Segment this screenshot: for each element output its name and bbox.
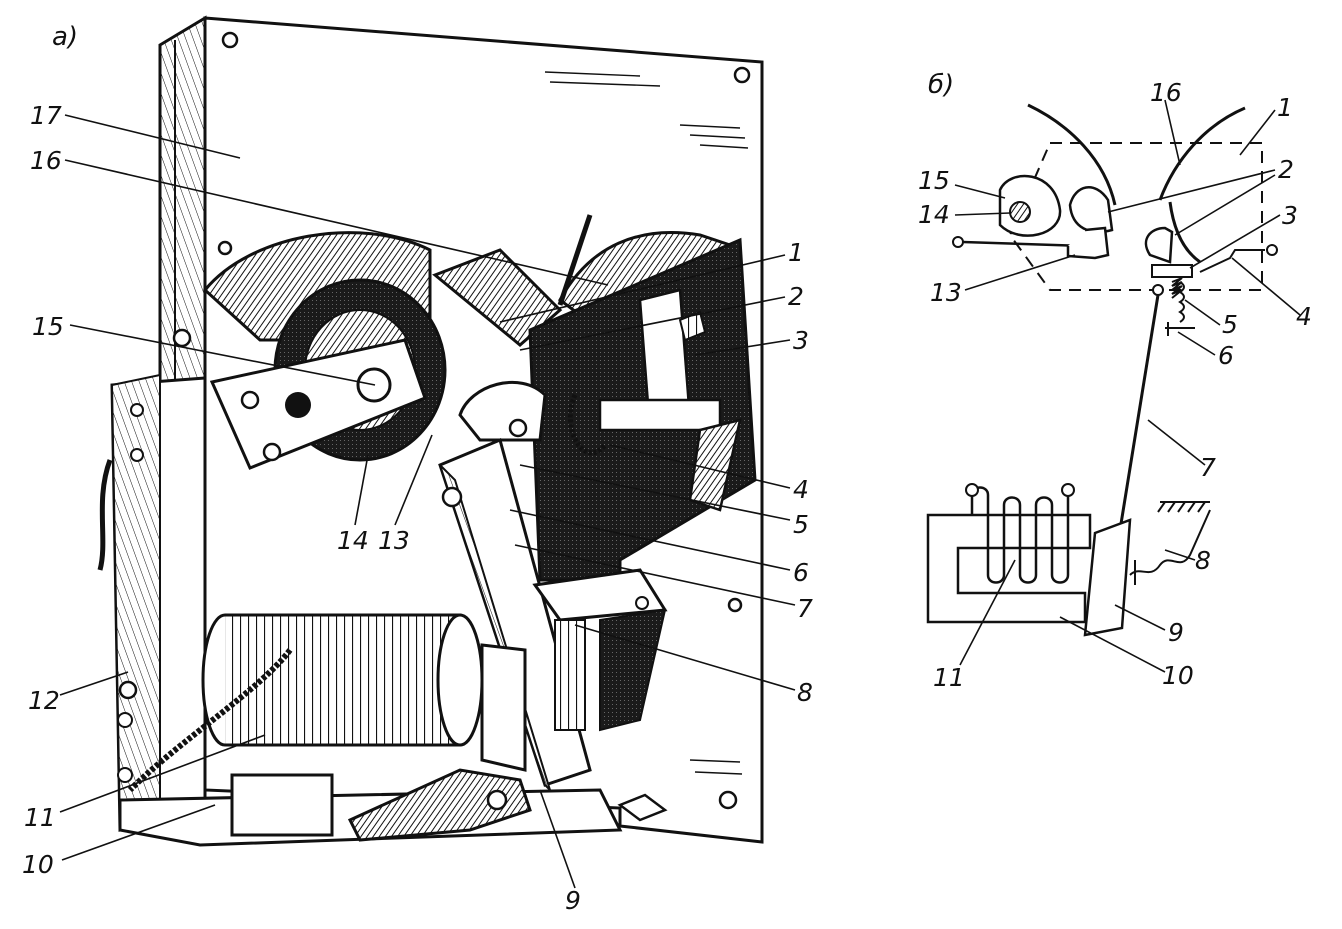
label-b-15: 15 — [918, 166, 950, 195]
label-a-15: 15 — [32, 312, 64, 341]
contact-mechanism — [458, 237, 757, 582]
label-b-10: 10 — [1162, 661, 1194, 690]
label-b-13: 13 — [930, 278, 962, 307]
label-a-2: 2 — [788, 282, 804, 311]
arc-chute-coil — [202, 231, 447, 470]
label-b-6: 6 — [1218, 341, 1234, 370]
label-a-17: 17 — [30, 101, 62, 130]
panel-b-leaders — [954, 99, 1301, 673]
label-a-5: 5 — [793, 510, 809, 539]
label-a-16: 16 — [30, 146, 62, 175]
main-coil — [127, 613, 527, 793]
label-a-6: 6 — [793, 558, 809, 587]
label-b-7: 7 — [1200, 453, 1216, 482]
panel-b-tag: б) — [928, 70, 955, 100]
panel-b-drawing — [926, 103, 1278, 637]
label-a-14: 14 — [337, 526, 369, 555]
label-b-16: 16 — [1150, 78, 1182, 107]
label-b-2: 2 — [1278, 155, 1294, 184]
label-a-3: 3 — [793, 326, 809, 355]
label-b-11: 11 — [933, 663, 965, 692]
label-a-10: 10 — [22, 850, 54, 879]
panel-a-tag: а) — [52, 22, 79, 52]
spring-assembly — [532, 568, 668, 732]
label-a-11: 11 — [24, 803, 56, 832]
label-b-4: 4 — [1296, 302, 1312, 331]
label-a-4: 4 — [793, 475, 809, 504]
label-b-8: 8 — [1195, 546, 1211, 575]
label-a-1: 1 — [788, 238, 804, 267]
label-b-3: 3 — [1282, 201, 1298, 230]
label-a-9: 9 — [565, 886, 581, 915]
label-a-7: 7 — [797, 594, 813, 623]
label-a-12: 12 — [28, 686, 60, 715]
base-yoke — [118, 768, 668, 847]
label-a-13: 13 — [378, 526, 410, 555]
label-b-1: 1 — [1277, 93, 1293, 122]
side-bracket — [97, 328, 207, 832]
label-b-9: 9 — [1168, 618, 1184, 647]
panel-a-leaders — [59, 114, 796, 889]
label-b-5: 5 — [1222, 310, 1238, 339]
label-b-14: 14 — [918, 200, 950, 229]
label-a-8: 8 — [797, 678, 813, 707]
